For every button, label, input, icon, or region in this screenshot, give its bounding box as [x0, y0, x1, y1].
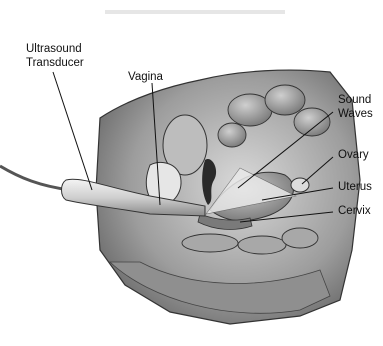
header-text-faint: [105, 10, 285, 14]
transducer-cable: [0, 166, 70, 190]
label-cervix: Cervix: [338, 205, 371, 217]
label-transducer: Transducer: [26, 57, 84, 69]
label-ovary: Ovary: [338, 149, 369, 161]
label-sound: Sound: [338, 94, 371, 106]
label-waves: Waves: [338, 108, 373, 120]
leader-transducer: [53, 72, 92, 190]
label-ultrasound: Ultrasound: [26, 43, 82, 55]
label-vagina: Vagina: [128, 71, 164, 83]
label-uterus: Uterus: [338, 181, 372, 193]
